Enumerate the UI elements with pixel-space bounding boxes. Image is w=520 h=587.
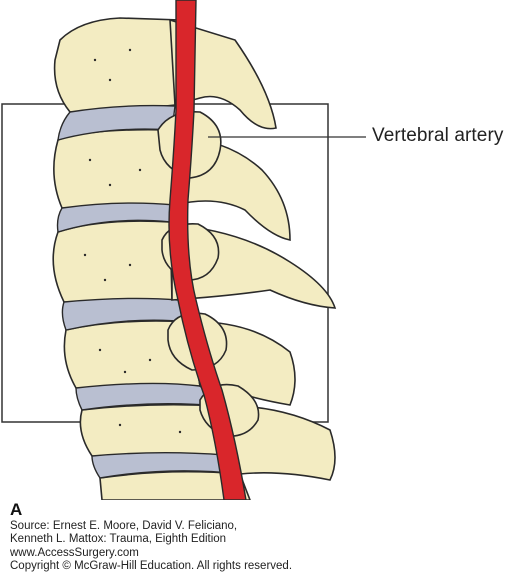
vertebral-body-c3: [53, 128, 176, 211]
caption-line-source: Source: Ernest E. Moore, David V. Felici…: [10, 520, 238, 532]
panel-letter: A: [10, 500, 23, 519]
intervertebral-discs: [56, 104, 242, 479]
vertebral-body-c4: [52, 220, 173, 306]
vertebral-bodies: [52, 17, 251, 500]
caption-line-url: www.AccessSurgery.com: [10, 546, 139, 559]
vertebral-artery-label: Vertebral artery: [372, 125, 504, 146]
vertebral-body-c2: [53, 17, 181, 113]
disc-2: [56, 202, 176, 233]
cervical-spine-illustration: [1, 0, 366, 500]
spinous-process-1: [169, 18, 277, 130]
disc-1: [57, 104, 176, 141]
disc-3: [61, 297, 192, 331]
bone-texture-dots: [83, 48, 182, 434]
caption-line-book: Kenneth L. Mattox: Trauma, Eighth Editio…: [10, 533, 227, 546]
disc-4: [75, 382, 222, 411]
caption-line-copyright: Copyright © McGraw-Hill Education. All r…: [10, 560, 293, 573]
disc-5: [91, 452, 242, 479]
vertebral-artery: [168, 0, 247, 500]
source-caption: Source: Ernest E. Moore, David V. Felici…: [10, 520, 515, 574]
